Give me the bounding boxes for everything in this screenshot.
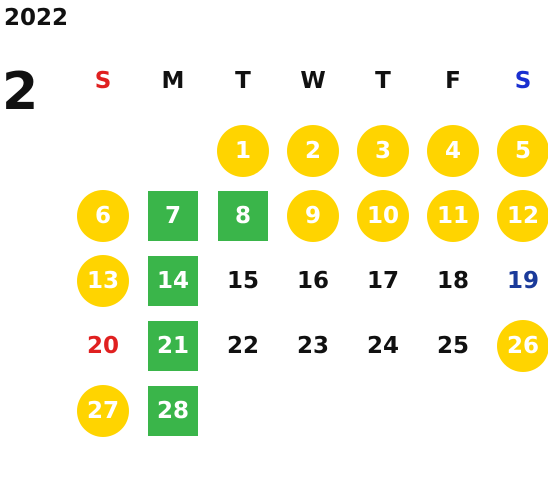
day-cell-27[interactable]: 27 — [77, 385, 129, 437]
month-number: 2 — [2, 62, 39, 122]
day-cell-28[interactable]: 28 — [148, 386, 198, 436]
day-cell-14[interactable]: 14 — [148, 256, 198, 306]
day-cell-10[interactable]: 10 — [357, 190, 409, 242]
year-label: 2022 — [4, 5, 69, 31]
day-cell-12[interactable]: 12 — [497, 190, 548, 242]
day-cell-16[interactable]: 16 — [296, 268, 329, 294]
weekday-header-sun: S — [94, 68, 112, 94]
day-cell-9[interactable]: 9 — [287, 190, 339, 242]
day-cell-4[interactable]: 4 — [427, 125, 479, 177]
day-cell-22[interactable]: 22 — [226, 333, 259, 359]
weekday-header-tue: T — [235, 68, 251, 94]
day-cell-23[interactable]: 23 — [296, 333, 329, 359]
day-cell-21[interactable]: 21 — [148, 321, 198, 371]
day-cell-17[interactable]: 17 — [366, 268, 399, 294]
day-cell-5[interactable]: 5 — [497, 125, 548, 177]
weekday-header-sat: S — [514, 68, 532, 94]
day-cell-19[interactable]: 19 — [506, 268, 539, 294]
day-cell-20[interactable]: 20 — [86, 333, 119, 359]
day-cell-7[interactable]: 7 — [148, 191, 198, 241]
day-cell-13[interactable]: 13 — [77, 255, 129, 307]
day-cell-1[interactable]: 1 — [217, 125, 269, 177]
day-cell-26[interactable]: 26 — [497, 320, 548, 372]
day-cell-24[interactable]: 24 — [366, 333, 399, 359]
day-cell-8[interactable]: 8 — [218, 191, 268, 241]
weekday-header-mon: M — [161, 68, 185, 94]
day-cell-2[interactable]: 2 — [287, 125, 339, 177]
weekday-header-fri: F — [445, 68, 461, 94]
day-cell-15[interactable]: 15 — [226, 268, 259, 294]
day-cell-18[interactable]: 18 — [436, 268, 469, 294]
day-cell-6[interactable]: 6 — [77, 190, 129, 242]
day-cell-3[interactable]: 3 — [357, 125, 409, 177]
day-cell-25[interactable]: 25 — [436, 333, 469, 359]
day-cell-11[interactable]: 11 — [427, 190, 479, 242]
weekday-header-wed: W — [300, 68, 326, 94]
weekday-header-thu: T — [375, 68, 391, 94]
